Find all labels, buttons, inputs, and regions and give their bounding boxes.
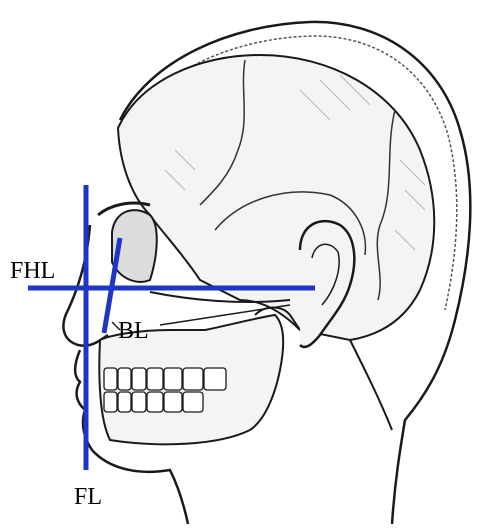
chin-neck <box>92 450 188 524</box>
label-fhl: FHL <box>10 258 55 284</box>
label-fl: FL <box>74 484 102 510</box>
neck-back <box>350 340 392 430</box>
label-bl: BL <box>118 318 149 344</box>
